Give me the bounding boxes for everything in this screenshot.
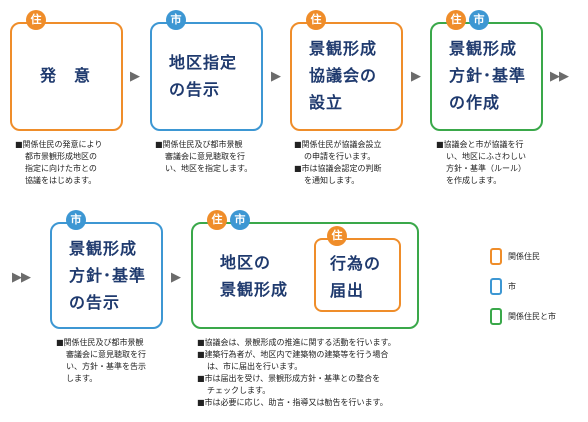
step-title: 景観形成	[449, 39, 518, 58]
resident-badge: 住	[446, 10, 466, 30]
step-title: 地区の	[220, 253, 272, 272]
double-arrow-right-icon: ▶▶	[550, 69, 569, 84]
step-box-initiation: 発 意	[10, 22, 123, 131]
step-note: ■関係住民及び都市景観審議会に意見聴取を行い、方針・基準を告示します。	[56, 338, 146, 383]
step-note: ■関係住民及び都市景観審議会に意見聴取を行い、地区を指定します。	[155, 140, 253, 173]
step-title: 行為の	[330, 254, 382, 273]
resident-badge: 住	[26, 10, 46, 30]
resident-badge: 住	[327, 226, 347, 246]
step-title: 届出	[330, 281, 365, 300]
legend-label: 市	[508, 282, 516, 291]
step-title: の作成	[449, 93, 501, 112]
arrow-right-icon: ▶	[271, 69, 281, 84]
arrow-right-icon: ▶	[411, 69, 421, 84]
step-title: の告示	[69, 293, 121, 312]
step-box-designation: 地区指定 の告示	[150, 22, 263, 131]
city-badge: 市	[66, 210, 86, 230]
step-box-council: 景観形成 協議会の 設立	[290, 22, 403, 131]
step-note: ■協議会と市が協議を行い、地区にふさわしい方針・基準（ルール）を作成します。	[436, 140, 526, 185]
arrow-right-icon: ▶	[130, 69, 140, 84]
step-title: 協議会の	[309, 66, 378, 85]
arrow-right-icon: ▶	[171, 270, 181, 285]
legend-swatch-both	[490, 308, 502, 325]
step-title: 発 意	[40, 66, 92, 85]
legend-label: 関係住民	[508, 252, 540, 261]
step-title: 方針･基準	[449, 66, 527, 85]
legend-label: 関係住民と市	[508, 312, 556, 321]
step-title: 設立	[309, 93, 344, 112]
step-title: 地区指定	[169, 53, 238, 72]
double-arrow-right-icon: ▶▶	[12, 270, 31, 285]
step-title: 方針･基準	[69, 266, 147, 285]
resident-badge: 住	[207, 210, 227, 230]
step-box-create-policy: 景観形成 方針･基準 の作成	[430, 22, 543, 131]
legend-swatch-city	[490, 278, 502, 295]
step-title: 景観形成	[69, 239, 138, 258]
city-badge: 市	[469, 10, 489, 30]
step-note: ■協議会は、景観形成の推進に関する活動を行います。■建築行為者が、地区内で建築物…	[197, 338, 396, 407]
step-title: 景観形成	[309, 39, 378, 58]
resident-badge: 住	[306, 10, 326, 30]
step-title: の告示	[169, 80, 221, 99]
city-badge: 市	[166, 10, 186, 30]
step-box-landscape: 地区の 景観形成 行為の 届出	[191, 222, 419, 329]
step-box-publish-policy: 景観形成 方針･基準 の告示	[50, 222, 163, 329]
step-title: 景観形成	[220, 280, 289, 299]
legend-swatch-resident	[490, 248, 502, 265]
inner-box-notification: 行為の 届出	[314, 238, 401, 312]
step-note: ■関係住民が協議会設立の申請を行います。■市は協議会認定の判断を通知します。	[294, 140, 382, 185]
step-note: ■関係住民の発意により都市景観形成地区の指定に向けた市との協議をはじめます。	[15, 140, 103, 185]
city-badge: 市	[230, 210, 250, 230]
